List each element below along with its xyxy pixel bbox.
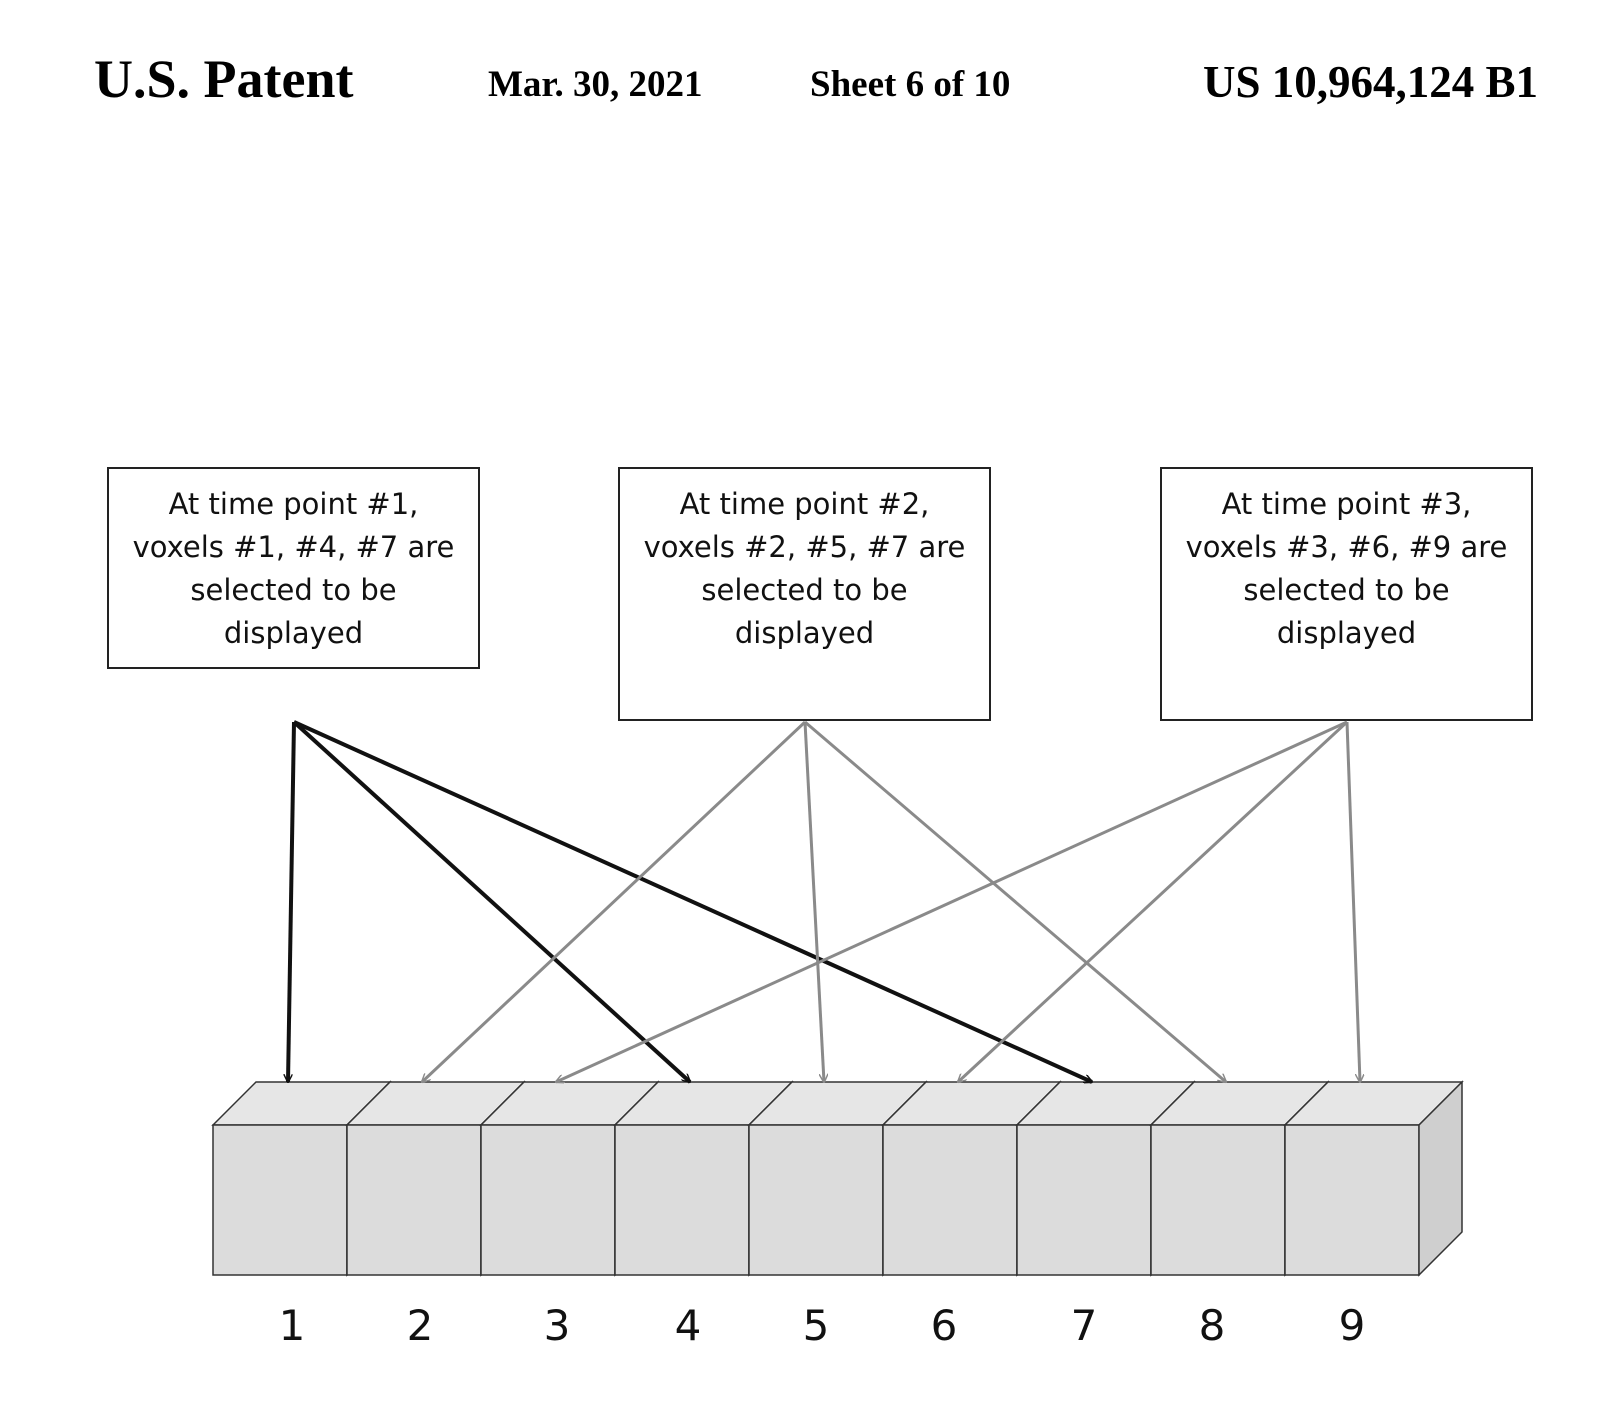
time-point-box-2: At time point #2, voxels #2, #5, #7 are se… bbox=[618, 467, 991, 721]
voxel-front-face bbox=[480, 1124, 616, 1276]
time-point-box-line: At time point #1, bbox=[169, 487, 419, 521]
time-point-box-text: At time point #3, voxels #3, #6, #9 are se… bbox=[1186, 487, 1508, 650]
selection-arrow-t1-v1 bbox=[288, 721, 296, 1082]
time-point-box-line: selected to be bbox=[701, 573, 907, 607]
selection-arrow-t2-v5 bbox=[803, 721, 824, 1082]
voxel-number-label: 5 bbox=[803, 1301, 830, 1350]
selection-arrow-t3-v9 bbox=[1345, 721, 1360, 1082]
sheet-number: Sheet 6 of 10 bbox=[810, 64, 1011, 105]
voxel-number-label: 7 bbox=[1071, 1301, 1098, 1350]
voxel-front-face bbox=[1284, 1124, 1420, 1276]
time-point-box-border bbox=[1160, 467, 1533, 721]
voxel-number-label: 3 bbox=[544, 1301, 571, 1350]
patent-date: Mar. 30, 2021 bbox=[488, 64, 703, 105]
time-point-box-line: voxels #3, #6, #9 are bbox=[1186, 530, 1508, 564]
voxel-front-face bbox=[346, 1124, 482, 1276]
voxel-number-label: 1 bbox=[279, 1301, 306, 1350]
time-point-box-3: At time point #3, voxels #3, #6, #9 are se… bbox=[1160, 467, 1533, 721]
voxel-front-face bbox=[1016, 1124, 1152, 1276]
patent-number: US 10,964,124 B1 bbox=[1203, 57, 1539, 107]
time-point-box-line: displayed bbox=[224, 616, 363, 650]
selection-arrow-t3-v3 bbox=[556, 720, 1348, 1082]
voxel-front-face bbox=[748, 1124, 884, 1276]
voxel-number-label: 2 bbox=[407, 1301, 434, 1350]
voxel-front-face bbox=[614, 1124, 750, 1276]
voxel-front-face bbox=[882, 1124, 1018, 1276]
time-point-box-line: displayed bbox=[735, 616, 874, 650]
time-point-box-line: selected to be bbox=[190, 573, 396, 607]
selection-arrow-t1-v4 bbox=[292, 720, 690, 1082]
voxel-number-label: 4 bbox=[675, 1301, 702, 1350]
selection-arrow-t3-v6 bbox=[958, 720, 1349, 1082]
voxel-number-label: 6 bbox=[931, 1301, 958, 1350]
selection-arrow-t2-v8 bbox=[804, 720, 1226, 1082]
voxel-9 bbox=[1283, 1080, 1464, 1277]
voxel-front-face bbox=[1150, 1124, 1286, 1276]
time-point-box-border bbox=[618, 467, 991, 721]
time-point-box-line: displayed bbox=[1277, 616, 1416, 650]
time-point-box-1: At time point #1, voxels #1, #4, #7 are se… bbox=[107, 467, 480, 669]
time-point-box-text: At time point #2, voxels #2, #5, #7 are se… bbox=[644, 487, 966, 650]
voxel-number-label: 8 bbox=[1199, 1301, 1226, 1350]
voxel-front-face bbox=[212, 1124, 348, 1276]
time-point-box-text: At time point #1, voxels #1, #4, #7 are se… bbox=[133, 487, 455, 650]
time-point-box-line: voxels #1, #4, #7 are bbox=[133, 530, 455, 564]
time-point-box-line: At time point #3, bbox=[1222, 487, 1472, 521]
voxel-number-label: 9 bbox=[1339, 1301, 1366, 1350]
selection-arrow-t1-v7 bbox=[293, 720, 1092, 1084]
time-point-box-line: At time point #2, bbox=[680, 487, 930, 521]
time-point-box-line: selected to be bbox=[1243, 573, 1449, 607]
selection-arrow-t2-v2 bbox=[422, 720, 807, 1082]
time-point-box-line: voxels #2, #5, #7 are bbox=[644, 530, 966, 564]
voxel-side-face bbox=[1418, 1080, 1463, 1277]
patent-header-title: U.S. Patent bbox=[94, 49, 354, 109]
time-point-box-border bbox=[107, 467, 480, 669]
